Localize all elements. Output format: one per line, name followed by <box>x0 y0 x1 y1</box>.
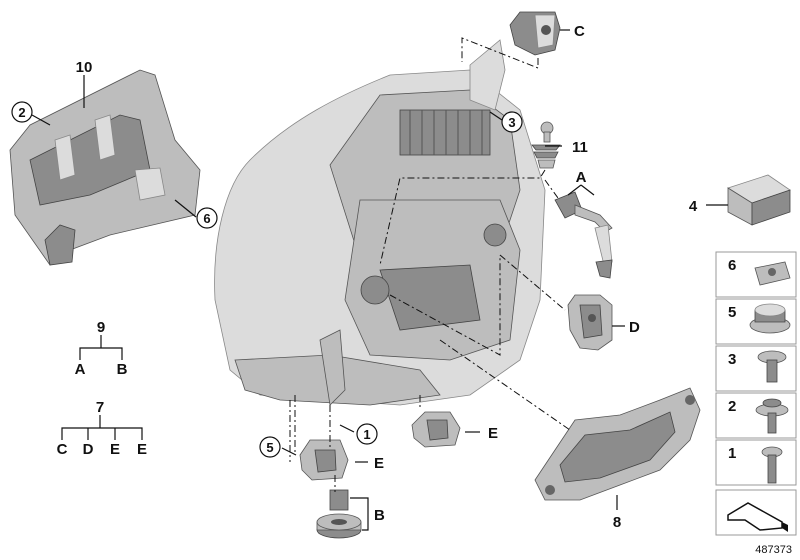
leader-lines <box>31 29 728 531</box>
hw-label-3: 3 <box>728 351 736 368</box>
washer-screw-icon <box>755 398 789 434</box>
cover-8 <box>534 387 701 501</box>
bushing-b <box>316 489 362 539</box>
assembly-lines <box>289 37 571 492</box>
hw-label-1: 1 <box>728 445 736 462</box>
label-a: A <box>576 169 587 186</box>
label-10: 10 <box>76 59 93 76</box>
mount-e-2 <box>411 411 461 448</box>
svg-text:2: 2 <box>18 105 25 120</box>
svg-text:6: 6 <box>203 211 210 226</box>
long-screw-icon <box>761 446 783 484</box>
reference-number: 487373 <box>755 544 792 556</box>
legend-9-child: A <box>75 361 86 378</box>
legend-7-child: C <box>57 441 68 458</box>
label-4: 4 <box>689 198 698 215</box>
legend-7-child: D <box>83 441 94 458</box>
legend-9: 9 A B <box>75 319 128 378</box>
connector-a <box>554 191 613 279</box>
callout-6: 6 <box>196 207 218 229</box>
legend-9-top: 9 <box>97 319 105 336</box>
part-4-box <box>727 174 791 226</box>
callout-5: 5 <box>259 436 281 458</box>
nut-icon <box>749 303 791 334</box>
heatsink-fins <box>399 109 491 156</box>
legend-7-child: E <box>110 441 120 458</box>
label-11: 11 <box>572 139 588 156</box>
shield-arrow-icon <box>727 502 788 532</box>
clip-nut-icon <box>754 261 791 286</box>
hardware-panel: 6 5 3 2 1 <box>715 251 797 536</box>
hw-label-6: 6 <box>728 257 736 274</box>
mount-e-1 <box>299 439 349 481</box>
hw-label-2: 2 <box>728 398 736 415</box>
callout-3: 3 <box>501 111 523 133</box>
bracket-d <box>567 294 613 351</box>
legend-9-child: B <box>117 361 128 378</box>
hw-label-5: 5 <box>728 304 736 321</box>
screw-icon <box>757 350 787 383</box>
label-8: 8 <box>613 514 621 531</box>
callout-2: 2 <box>11 101 33 123</box>
svg-text:3: 3 <box>508 115 515 130</box>
bracket-10 <box>9 69 201 266</box>
legend-7-child: E <box>137 441 147 458</box>
legend-7: 7 C D E E <box>57 399 147 458</box>
clip-c-top <box>509 11 561 56</box>
callout-1: 1 <box>356 423 378 445</box>
label-e-right: E <box>488 425 498 442</box>
headlight-housing <box>214 39 546 406</box>
label-c-top: C <box>574 23 585 40</box>
label-b: B <box>374 507 385 524</box>
label-e-left: E <box>374 455 384 472</box>
svg-text:1: 1 <box>363 427 370 442</box>
label-d: D <box>629 319 640 336</box>
svg-text:5: 5 <box>266 440 273 455</box>
legend-7-top: 7 <box>96 399 104 416</box>
